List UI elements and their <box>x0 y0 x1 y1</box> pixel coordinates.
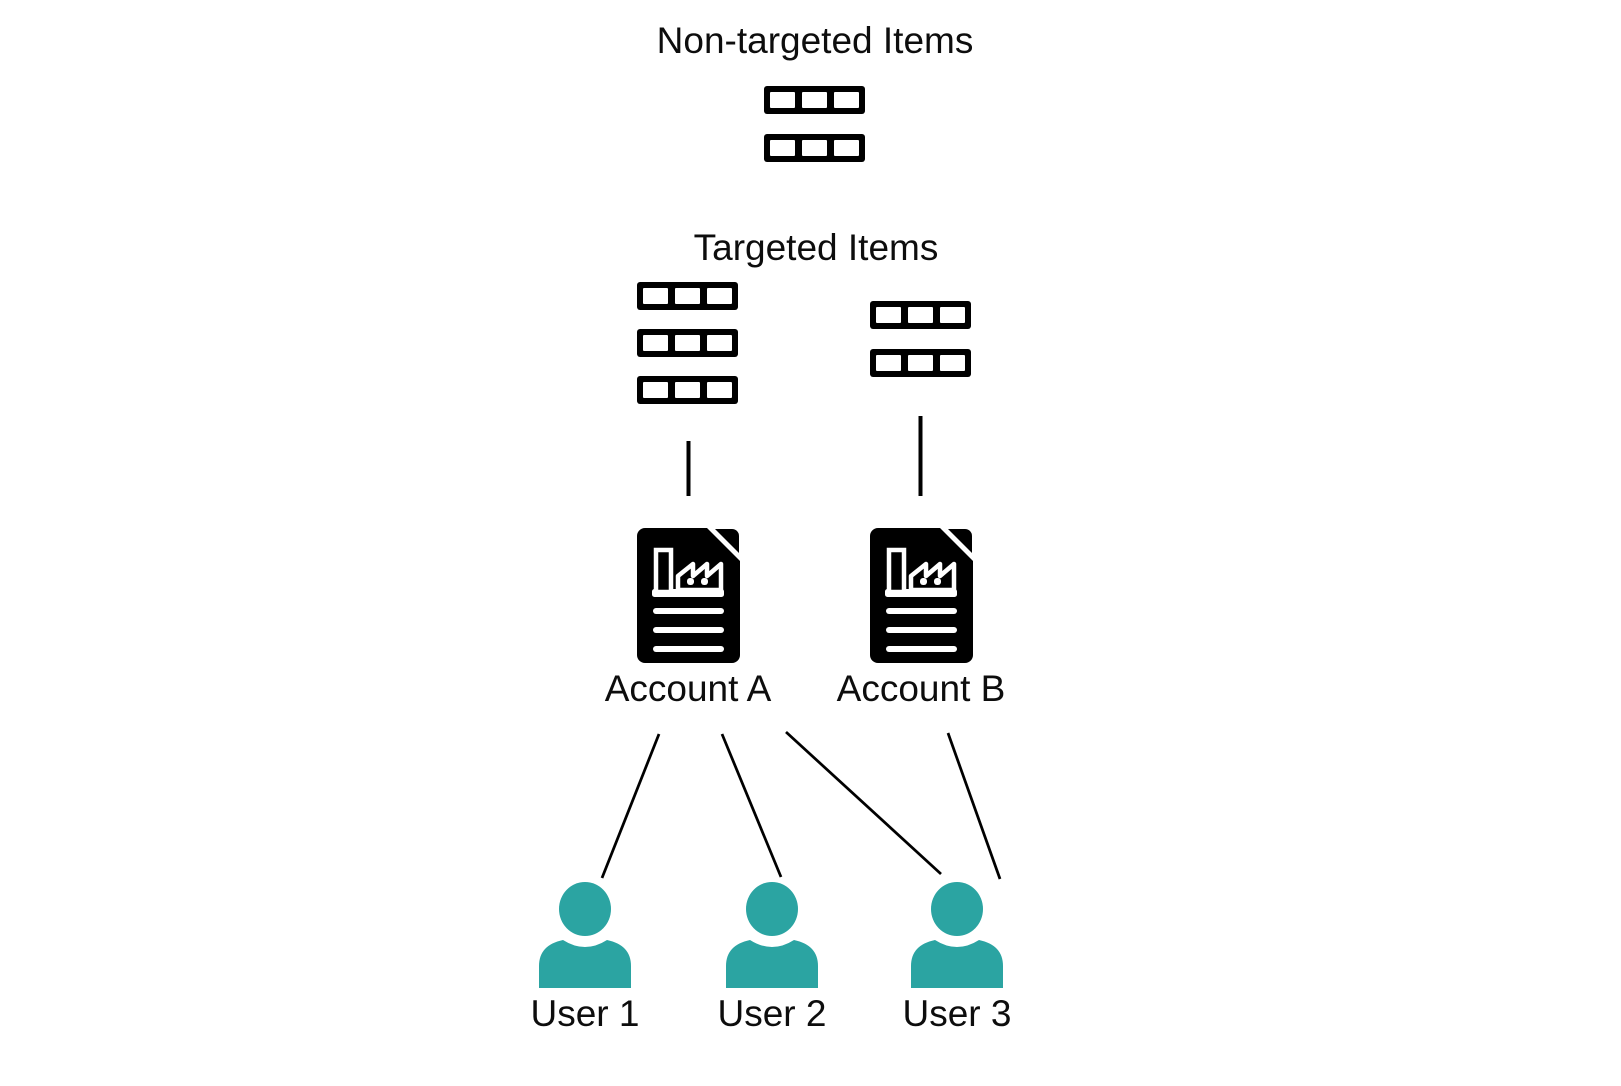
connector-line-account-b-user-3 <box>946 732 1002 880</box>
account-label-account-b: Account B <box>836 668 1006 709</box>
item-cell <box>834 140 859 156</box>
table-row-icon <box>870 349 971 377</box>
item-cell <box>802 92 827 108</box>
user-node-user-2 <box>722 882 822 988</box>
item-cell <box>707 382 732 398</box>
item-cell <box>643 288 668 304</box>
item-cell <box>643 382 668 398</box>
item-cell <box>770 140 795 156</box>
connector-line-account-a-user-1 <box>600 733 661 879</box>
person-icon <box>726 882 818 988</box>
item-cell <box>675 382 700 398</box>
table-row-icon <box>870 301 971 329</box>
item-cell <box>707 288 732 304</box>
account-node-account-a <box>636 528 740 663</box>
non-targeted-title: Non-targeted Items <box>656 20 974 61</box>
item-cell <box>675 288 700 304</box>
table-row-icon <box>764 134 865 162</box>
document-factory-icon <box>869 528 973 663</box>
document-factory-icon <box>636 528 740 663</box>
item-cell <box>940 307 965 323</box>
user-node-user-3 <box>907 882 1007 988</box>
connector-line-account-a-user-3 <box>785 730 942 876</box>
table-row-icon <box>764 86 865 114</box>
item-cell <box>876 355 901 371</box>
item-cell <box>770 92 795 108</box>
item-cell <box>643 335 668 351</box>
user-label-user-3: User 3 <box>902 993 1012 1034</box>
item-cell <box>876 307 901 323</box>
user-label-user-2: User 2 <box>717 993 827 1034</box>
user-label-user-1: User 1 <box>530 993 640 1034</box>
person-icon <box>911 882 1003 988</box>
item-cell <box>707 335 732 351</box>
item-cell <box>675 335 700 351</box>
item-cell <box>834 92 859 108</box>
user-node-user-1 <box>535 882 635 988</box>
targeted-items-group-b <box>870 301 971 377</box>
connector-line-account-a-user-2 <box>720 733 783 878</box>
item-cell <box>908 355 933 371</box>
item-cell <box>908 307 933 323</box>
non-targeted-items-group <box>764 86 865 162</box>
targeted-title: Targeted Items <box>693 227 939 268</box>
item-cell <box>940 355 965 371</box>
account-node-account-b <box>869 528 973 663</box>
person-icon <box>539 882 631 988</box>
targeted-items-group-a <box>637 282 738 404</box>
item-cell <box>802 140 827 156</box>
account-label-account-a: Account A <box>604 668 772 709</box>
table-row-icon <box>637 376 738 404</box>
table-row-icon <box>637 329 738 357</box>
table-row-icon <box>637 282 738 310</box>
